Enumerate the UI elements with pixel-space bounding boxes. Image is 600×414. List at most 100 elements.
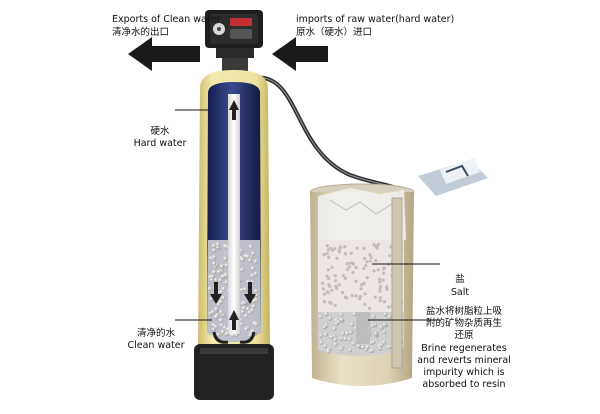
- texture-dot: [363, 292, 367, 296]
- salt-label-cn: 盐: [455, 274, 465, 285]
- texture-dot: [379, 325, 384, 330]
- water-splash-icon: [418, 158, 488, 196]
- texture-dot: [335, 256, 339, 260]
- texture-dot: [224, 331, 229, 337]
- texture-dot: [333, 303, 337, 307]
- texture-dot: [382, 329, 387, 335]
- texture-dot: [318, 314, 323, 319]
- texture-dot: [345, 268, 350, 272]
- texture-dot: [211, 248, 217, 253]
- texture-dot: [329, 334, 334, 339]
- texture-dot: [327, 255, 331, 259]
- texture-dot: [220, 329, 225, 335]
- texture-dot: [251, 251, 256, 256]
- texture-dot: [372, 269, 376, 273]
- texture-dot: [247, 258, 253, 263]
- texture-dot: [327, 276, 331, 281]
- texture-dot: [368, 306, 372, 310]
- brine-hose: [250, 75, 410, 198]
- texture-dot: [349, 251, 353, 255]
- texture-dot: [362, 281, 366, 286]
- texture-dot: [250, 266, 256, 271]
- texture-dot: [355, 246, 359, 250]
- brine-label-en-3: impurity which is: [423, 367, 505, 378]
- texture-dot: [254, 297, 259, 303]
- texture-dot: [219, 264, 225, 269]
- texture-dot: [386, 345, 391, 350]
- texture-dot: [373, 331, 378, 336]
- hard-water-label-en: Hard water: [133, 138, 187, 149]
- texture-dot: [332, 326, 337, 331]
- texture-dot: [365, 276, 369, 280]
- texture-dot: [363, 256, 367, 260]
- texture-dot: [242, 300, 247, 305]
- texture-dot: [245, 254, 251, 259]
- texture-dot: [330, 248, 335, 252]
- texture-dot: [345, 262, 349, 266]
- texture-dot: [341, 274, 345, 278]
- texture-dot: [223, 272, 229, 278]
- texture-dot: [371, 340, 376, 345]
- texture-dot: [345, 296, 349, 300]
- texture-dot: [382, 271, 386, 275]
- texture-dot: [212, 269, 217, 275]
- texture-dot: [359, 287, 363, 291]
- texture-dot: [339, 346, 344, 351]
- texture-dot: [364, 264, 368, 268]
- texture-dot: [328, 316, 333, 321]
- texture-dot: [363, 302, 367, 306]
- texture-dot: [326, 349, 331, 354]
- texture-dot: [241, 306, 247, 311]
- texture-dot: [219, 309, 224, 315]
- texture-dot: [216, 269, 222, 275]
- texture-dot: [213, 314, 219, 320]
- texture-dot: [219, 323, 224, 328]
- texture-dot: [378, 286, 382, 290]
- texture-dot: [374, 258, 378, 263]
- texture-dot: [370, 348, 375, 353]
- texture-dot: [356, 343, 361, 349]
- texture-dot: [243, 313, 249, 319]
- texture-dot: [328, 284, 332, 288]
- texture-dot: [368, 253, 372, 257]
- texture-dot: [368, 259, 372, 263]
- texture-dot: [360, 345, 365, 350]
- outlet-label-en: Exports of Clean water: [112, 14, 221, 25]
- texture-dot: [354, 279, 358, 283]
- texture-dot: [343, 336, 348, 341]
- texture-dot: [251, 304, 256, 309]
- texture-dot: [347, 337, 352, 342]
- texture-dot: [354, 266, 358, 270]
- texture-dot: [340, 291, 345, 295]
- texture-dot: [338, 245, 342, 249]
- texture-dot: [385, 285, 389, 289]
- texture-dot: [369, 255, 373, 260]
- texture-dot: [223, 256, 228, 261]
- texture-dot: [377, 346, 383, 351]
- texture-dot: [343, 245, 347, 249]
- texture-dot: [351, 341, 356, 346]
- texture-dot: [362, 266, 366, 271]
- texture-dot: [345, 331, 350, 336]
- clean-water-label-cn: 清净的水: [136, 328, 175, 339]
- texture-dot: [382, 300, 387, 304]
- texture-dot: [322, 253, 326, 257]
- texture-dot: [333, 274, 337, 278]
- texture-dot: [211, 261, 217, 266]
- texture-dot: [378, 299, 382, 303]
- texture-dot: [383, 312, 388, 317]
- texture-dot: [352, 311, 357, 317]
- texture-dot: [382, 266, 386, 270]
- texture-dot: [348, 348, 353, 353]
- texture-dot: [351, 270, 355, 275]
- salt-label-en: Salt: [450, 287, 470, 298]
- texture-dot: [348, 261, 352, 265]
- texture-dot: [219, 289, 224, 295]
- texture-dot: [378, 277, 382, 281]
- inlet-label-cn: 原水（硬水）进口: [296, 27, 373, 38]
- texture-dot: [224, 280, 229, 285]
- texture-dot: [388, 254, 392, 258]
- texture-dot: [365, 260, 369, 264]
